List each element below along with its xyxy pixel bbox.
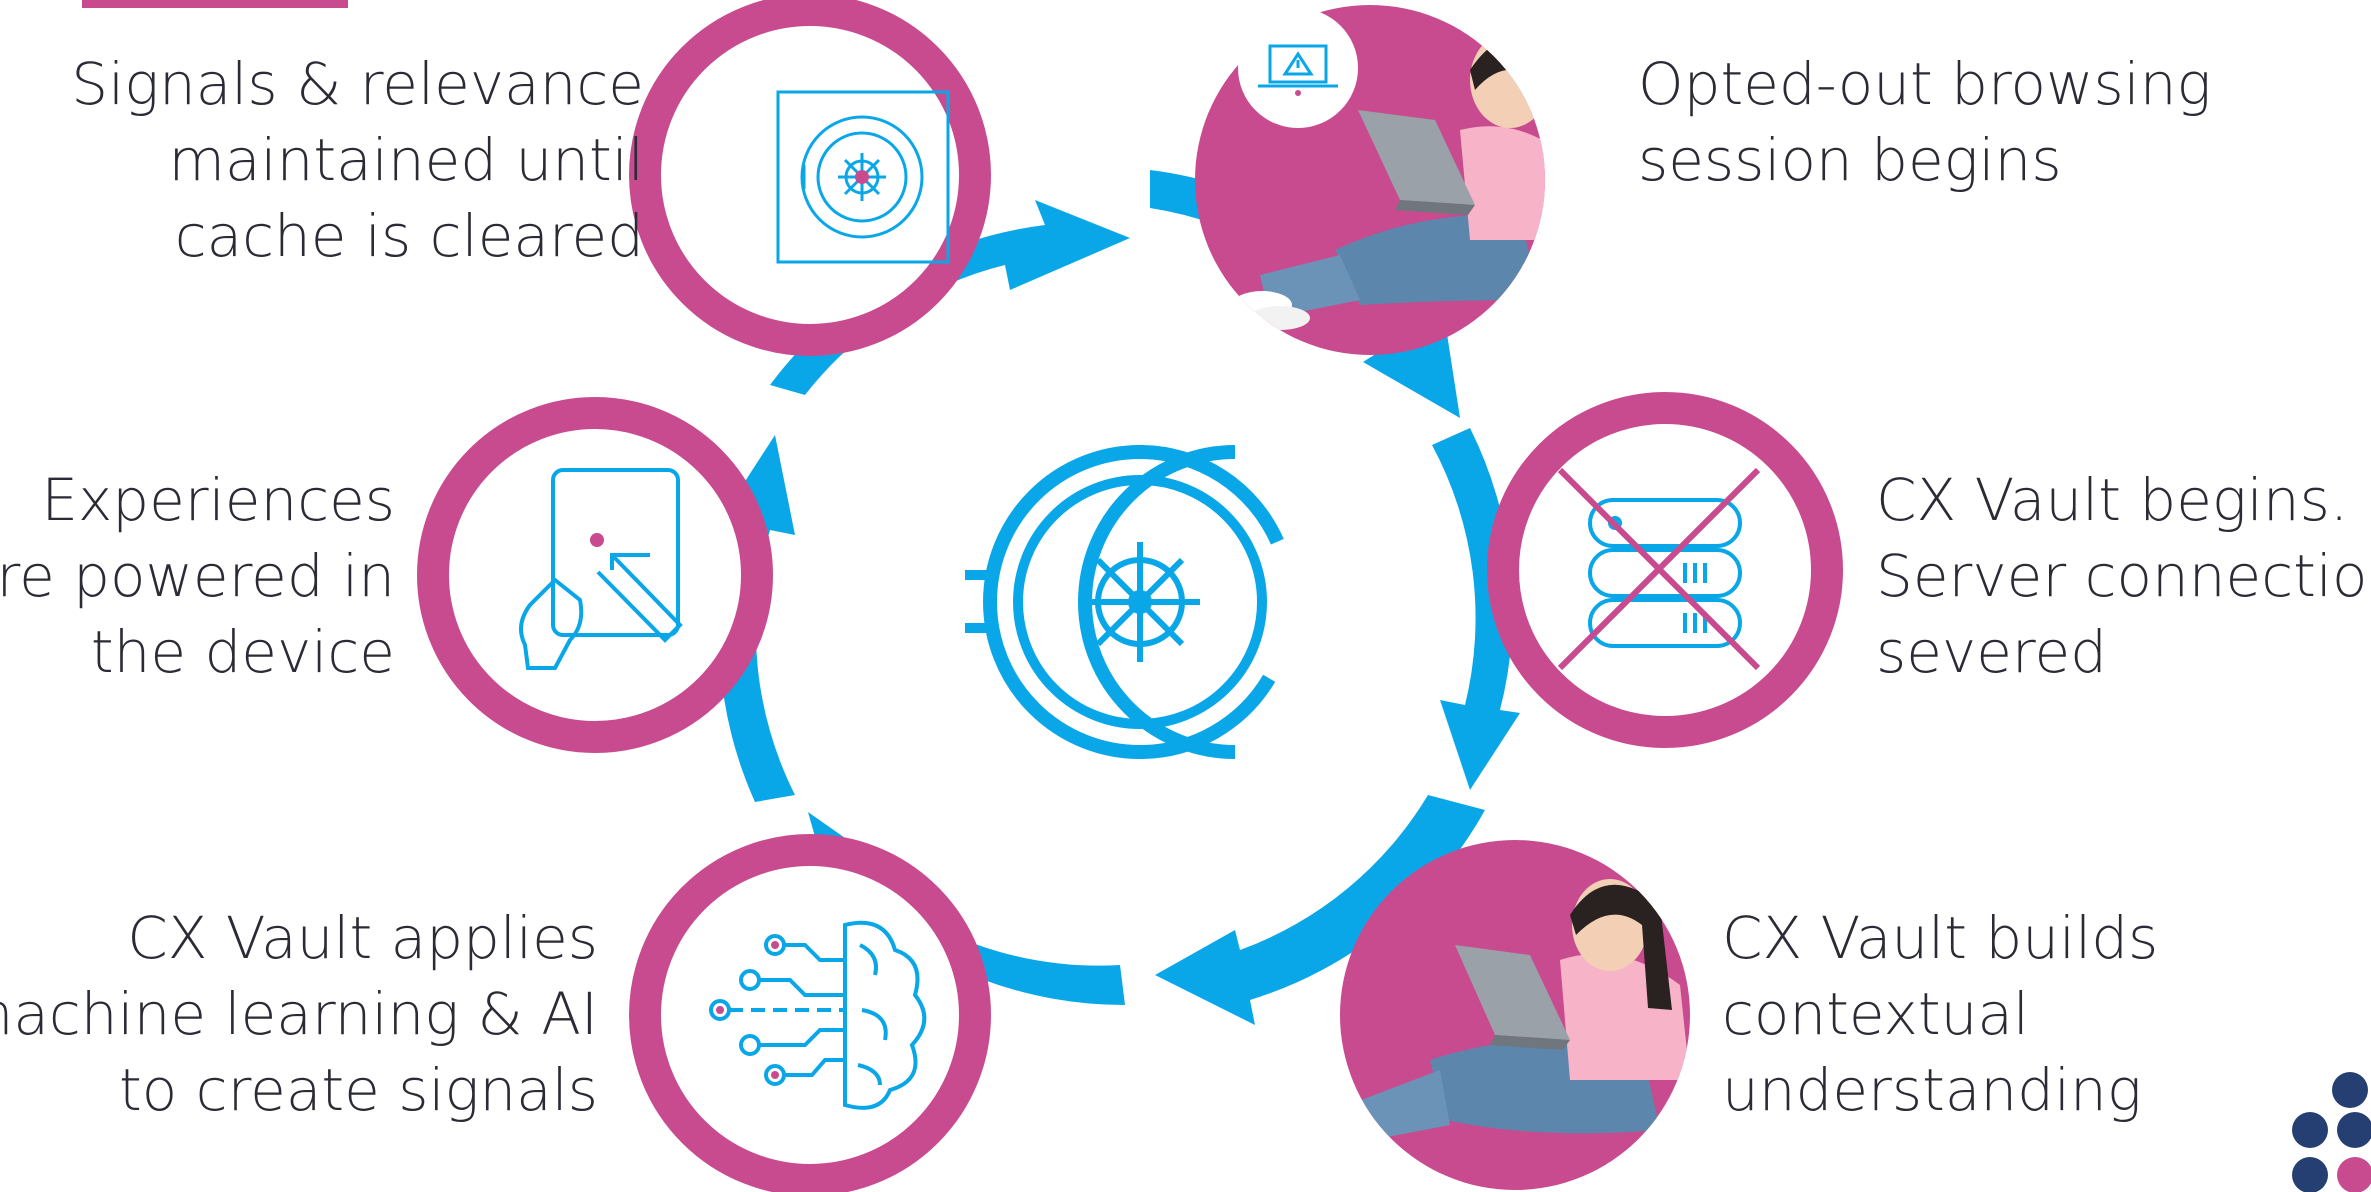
decorative-dots (2292, 1072, 2371, 1192)
step-6-label: Signals & relevance maintained until cac… (71, 50, 644, 270)
step-5-circle (417, 397, 773, 753)
step-4-label: CX Vault applies machine learning & AI t… (0, 904, 598, 1124)
person-with-laptop-warning-icon (1232, 32, 1545, 330)
arrow-top-right (1150, 170, 1460, 418)
server-crossed-out-icon (1588, 498, 1742, 648)
step-3-label: CX Vault builds contextual understanding (1722, 904, 2159, 1124)
step-5-label: Experiences are powered in the device (0, 466, 395, 686)
accent-line (82, 0, 348, 8)
step-6-circle (629, 0, 991, 356)
arrow-bottom-right (1155, 795, 1485, 1025)
tablet-touch-icon (519, 468, 683, 670)
vault-icon (965, 445, 1297, 759)
step-1-circle (1195, 5, 1545, 355)
arrow-top-left (770, 200, 1130, 395)
step-2-circle (1487, 392, 1843, 748)
step-3-circle (1340, 840, 1690, 1190)
step-4-circle (629, 834, 991, 1192)
step-1-label: Opted-out browsing session begins (1638, 50, 2212, 194)
step-2-label: CX Vault begins. Server connection sever… (1876, 466, 2371, 686)
ai-brain-circuit-icon (709, 920, 927, 1110)
